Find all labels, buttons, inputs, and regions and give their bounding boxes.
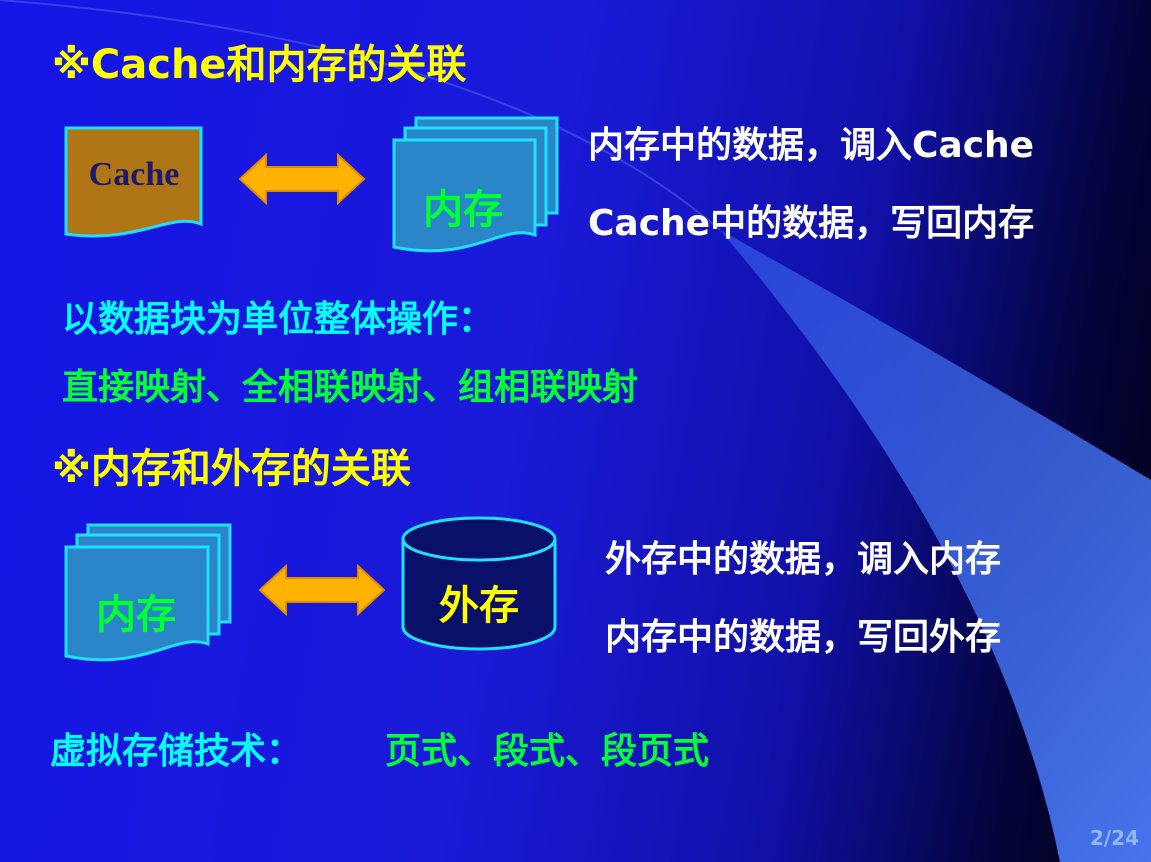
section1-desc-line1: 内存中的数据，调入Cache [588, 125, 1035, 166]
section2-desc-line2: 内存中的数据，写回外存 [605, 617, 1002, 658]
external-storage-label: 外存 [439, 583, 519, 629]
memory-multidocument-shape: 内存 [392, 115, 560, 257]
section1-note-line2: 直接映射、全相联映射、组相联映射 [62, 367, 639, 408]
disk-cylinder-shape: 外存 [400, 515, 558, 653]
bidirectional-arrow [238, 153, 366, 205]
cache-label: Cache [88, 156, 180, 193]
section1-desc-line2: Cache中的数据，写回内存 [588, 203, 1035, 244]
memory-label: 内存 [423, 187, 503, 233]
page-number: 2/24 [1089, 826, 1139, 850]
memory-multidocument-shape: 内存 [64, 522, 234, 664]
cache-document-shape: Cache [64, 126, 204, 242]
section2-note-label: 虚拟存储技术： [50, 731, 303, 772]
section2-heading: ※内存和外存的关联 [52, 446, 411, 492]
memory-label: 内存 [96, 592, 176, 638]
section2-note-values: 页式、段式、段页式 [385, 731, 710, 772]
bidirectional-arrow [258, 564, 386, 616]
section1-note-line1: 以数据块为单位整体操作： [62, 299, 495, 340]
section1-heading: ※Cache和内存的关联 [52, 42, 467, 88]
section2-desc-line1: 外存中的数据，调入内存 [605, 539, 1002, 580]
